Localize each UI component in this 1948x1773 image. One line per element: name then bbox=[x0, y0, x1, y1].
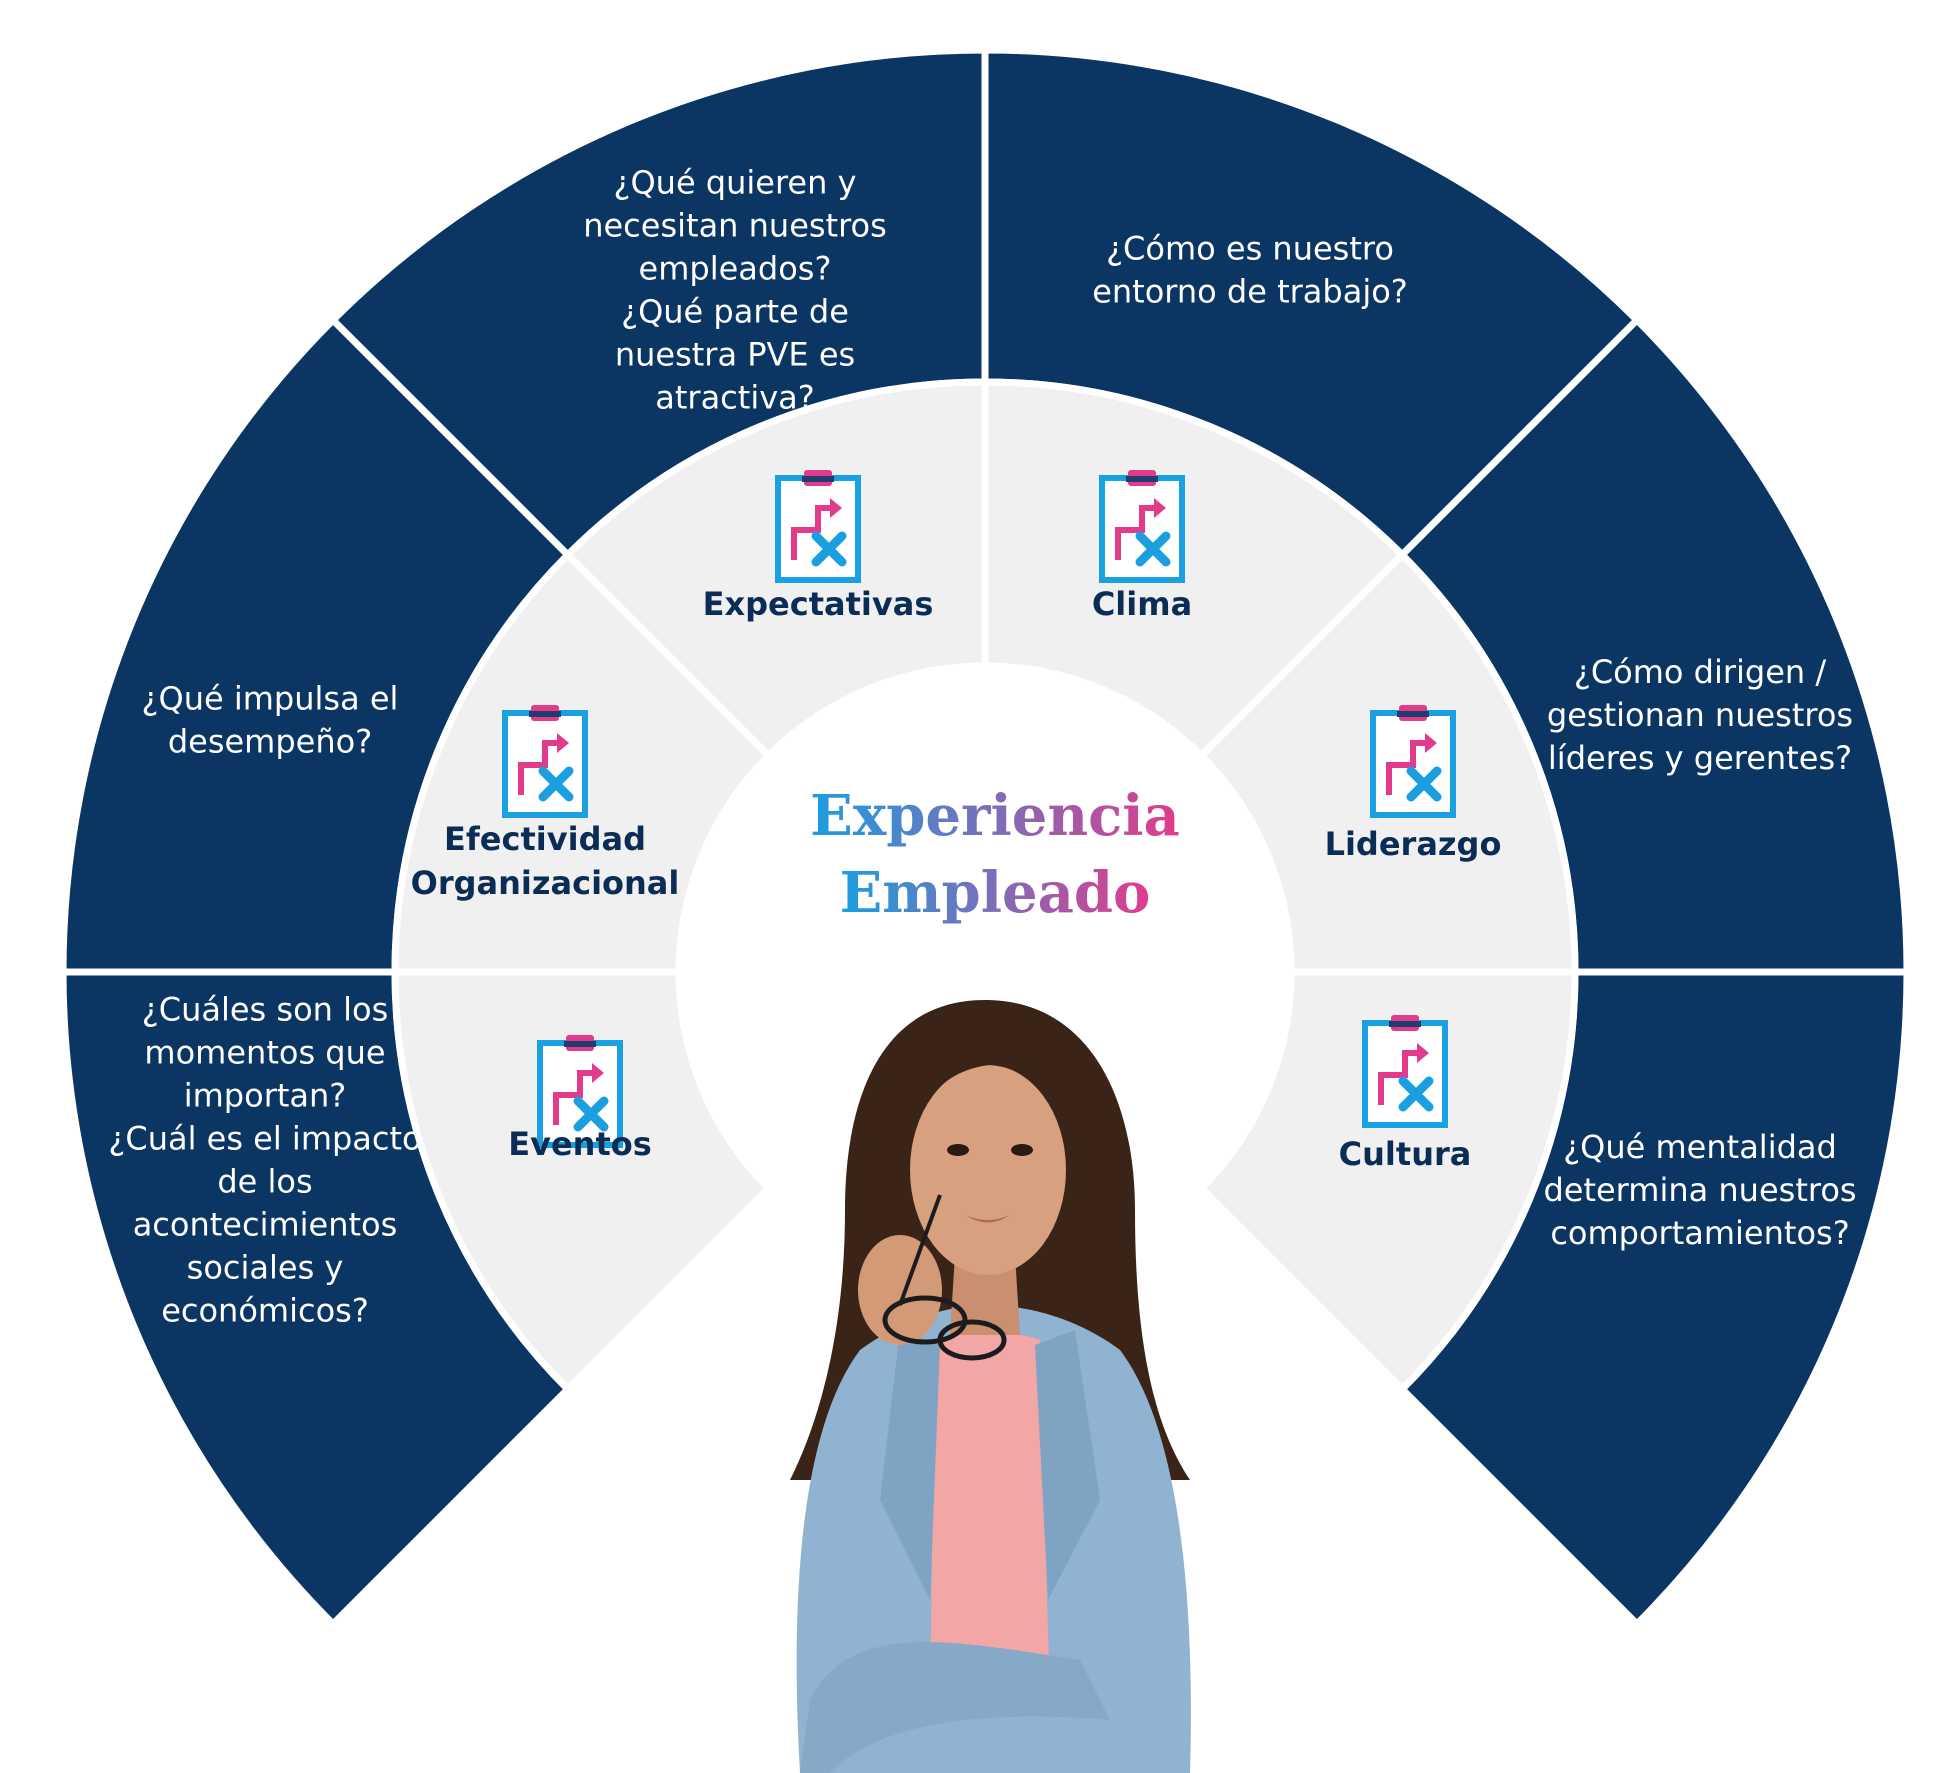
segment-question-eventos: momentos que bbox=[144, 1034, 385, 1072]
segment-question-expectativas: ¿Qué quieren y bbox=[613, 164, 856, 202]
segment-question-cultura: comportamientos? bbox=[1550, 1214, 1849, 1252]
clipboard-route-icon bbox=[1099, 470, 1185, 583]
segment-question-expectativas: empleados? bbox=[639, 250, 832, 288]
segment-question-liderazgo: ¿Cómo dirigen / bbox=[1574, 653, 1827, 691]
clipboard-route-icon bbox=[775, 470, 861, 583]
segment-label-expectativas: Expectativas bbox=[703, 585, 934, 623]
segment-question-eventos: importan? bbox=[184, 1077, 347, 1115]
segment-question-eventos: sociales y bbox=[187, 1249, 344, 1287]
segment-label-efectividad-organizacional: Organizacional bbox=[411, 864, 680, 902]
center-circle bbox=[679, 666, 1291, 1278]
diagram-title: Experiencia Empleado bbox=[810, 783, 1180, 926]
title-line-2: Empleado bbox=[840, 860, 1151, 926]
segment-question-liderazgo: gestionan nuestros bbox=[1547, 696, 1853, 734]
clipboard-route-icon bbox=[1362, 1015, 1448, 1128]
segment-question-expectativas: ¿Qué parte de bbox=[621, 293, 849, 331]
segment-label-clima: Clima bbox=[1092, 585, 1192, 623]
title-line-1: Experiencia bbox=[810, 783, 1180, 849]
segment-question-clima: entorno de trabajo? bbox=[1092, 273, 1408, 311]
segment-question-cultura: determina nuestros bbox=[1543, 1171, 1856, 1209]
clipboard-route-icon bbox=[1370, 705, 1456, 818]
outer-ring bbox=[59, 46, 1911, 1629]
segment-question-expectativas: nuestra PVE es bbox=[615, 336, 855, 374]
segment-question-eventos: acontecimientos bbox=[133, 1206, 398, 1244]
segment-label-eventos: Eventos bbox=[508, 1125, 652, 1163]
segment-question-cultura: ¿Qué mentalidad bbox=[1563, 1128, 1837, 1166]
segment-question-eventos: ¿Cuál es el impacto bbox=[108, 1120, 421, 1158]
segment-question-eventos: económicos? bbox=[161, 1292, 369, 1330]
segment-question-eventos: ¿Cuáles son los bbox=[142, 991, 388, 1029]
woman-photo bbox=[790, 1000, 1191, 1773]
segment-label-efectividad-organizacional: Efectividad bbox=[444, 820, 646, 858]
segment-question-efectividad-organizacional: ¿Qué impulsa el bbox=[142, 680, 399, 718]
clipboard-route-icon bbox=[502, 705, 588, 818]
segment-label-cultura: Cultura bbox=[1339, 1135, 1472, 1173]
segment-question-efectividad-organizacional: desempeño? bbox=[168, 723, 372, 761]
segment-question-liderazgo: líderes y gerentes? bbox=[1548, 739, 1852, 777]
segment-question-expectativas: necesitan nuestros bbox=[583, 207, 887, 245]
clipboard-route-icon bbox=[537, 1035, 623, 1148]
segment-question-clima: ¿Cómo es nuestro bbox=[1106, 230, 1394, 268]
segment-question-expectativas: atractiva? bbox=[655, 379, 814, 417]
segment-question-eventos: de los bbox=[217, 1163, 312, 1201]
segment-label-liderazgo: Liderazgo bbox=[1325, 825, 1502, 863]
